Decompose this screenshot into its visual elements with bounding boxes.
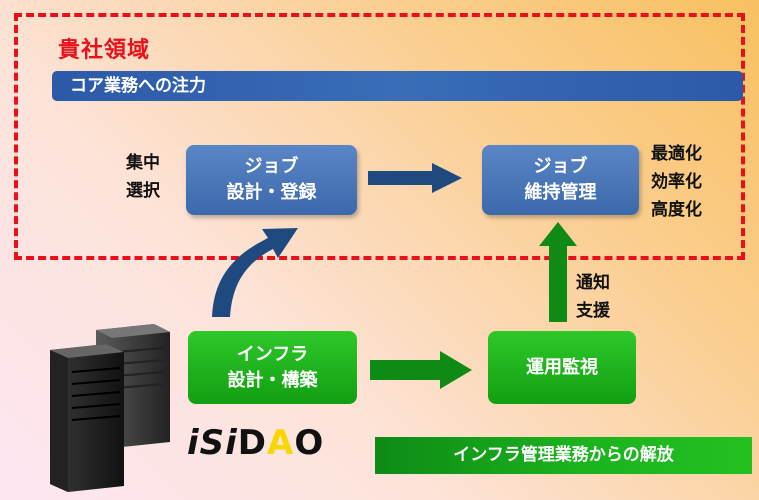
optimization-label: 最適化 効率化 高度化 bbox=[651, 144, 702, 220]
infra-design-box: インフラ 設計・構築 bbox=[188, 331, 357, 404]
green-right-arrow bbox=[370, 351, 472, 389]
blue-right-arrow bbox=[368, 163, 462, 193]
green-up-arrow bbox=[539, 222, 577, 322]
isidao-logo: iSiDAO bbox=[187, 423, 325, 463]
region-title: 貴社領域 bbox=[58, 38, 151, 63]
job-design-box: ジョブ 設計・登録 bbox=[186, 145, 357, 215]
core-focus-banner: コア業務への注力 bbox=[52, 71, 743, 101]
job-maintenance-box: ジョブ 維持管理 bbox=[482, 145, 639, 215]
company-domain-frame bbox=[14, 13, 745, 260]
infra-release-banner: インフラ管理業務からの解放 bbox=[375, 437, 752, 474]
curved-blue-arrow bbox=[212, 228, 298, 317]
notify-support-label: 通知 支援 bbox=[576, 273, 610, 321]
operation-monitoring-box: 運用監視 bbox=[488, 331, 636, 404]
server-rack-icon bbox=[50, 324, 170, 492]
focus-select-label: 集中 選択 bbox=[126, 153, 160, 201]
